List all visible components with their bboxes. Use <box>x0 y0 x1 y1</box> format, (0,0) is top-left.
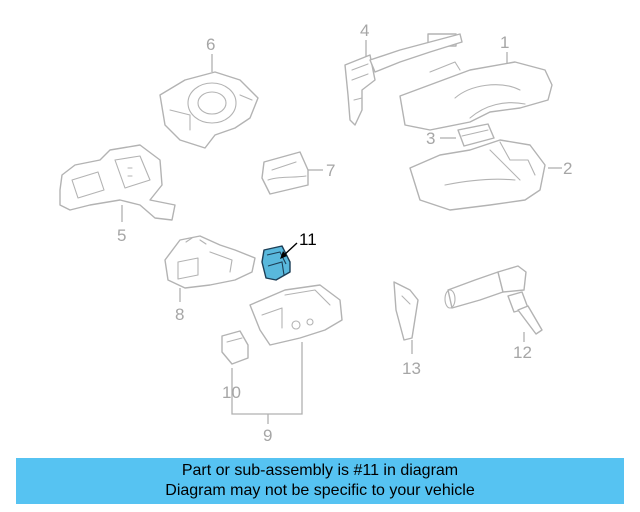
part-8-column-bracket[interactable] <box>164 235 256 289</box>
callout-12: 12 <box>513 343 532 362</box>
part-10-switch[interactable] <box>221 330 249 365</box>
part-4-wiper-switch[interactable] <box>344 33 463 126</box>
callout-3: 3 <box>426 129 435 148</box>
part-9-lock-housing[interactable] <box>249 284 343 346</box>
callout-8: 8 <box>175 305 184 324</box>
callout-10: 10 <box>222 383 241 402</box>
callout-9: 9 <box>263 426 272 445</box>
part-12-lock-cylinder-key[interactable] <box>444 265 543 335</box>
info-banner: Part or sub-assembly is #11 in diagram D… <box>16 458 624 504</box>
callout-7: 7 <box>326 161 335 180</box>
callout-5: 5 <box>117 226 126 245</box>
callout-11: 11 <box>299 230 317 249</box>
callout-2: 2 <box>563 159 572 178</box>
part-7-module[interactable] <box>261 151 309 195</box>
callout-4: 4 <box>360 21 369 40</box>
part-3-trim-cap[interactable] <box>457 123 495 147</box>
banner-disclaimer-text: Diagram may not be specific to your vehi… <box>165 482 475 499</box>
part-5-turn-signal-switch[interactable] <box>59 144 176 221</box>
part-6-clock-spring[interactable] <box>159 71 259 149</box>
part-11-highlighted[interactable] <box>261 245 291 281</box>
part-13-key-cover[interactable] <box>393 281 419 341</box>
banner-part-text: Part or sub-assembly is #11 in diagram <box>181 462 459 479</box>
callout-1: 1 <box>500 33 509 52</box>
part-2-lower-column-cover[interactable] <box>409 139 546 211</box>
callout-13: 13 <box>402 359 421 378</box>
callout-6: 6 <box>206 35 215 54</box>
leader-lines <box>121 40 562 424</box>
